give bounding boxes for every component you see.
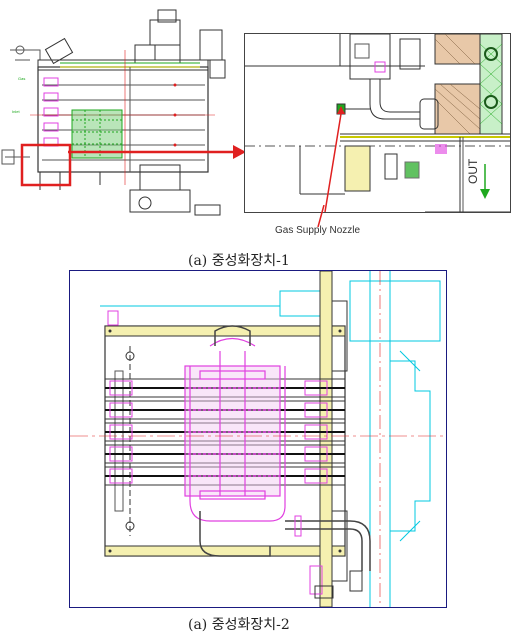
drawing-panel xyxy=(69,270,447,608)
detail-panel: OUT xyxy=(244,33,511,213)
out-label: OUT xyxy=(466,158,480,184)
caption-bottom: (a) 중성화장치-2 xyxy=(188,617,290,633)
figure-bottom: (a) 중성화장치-2 xyxy=(0,270,514,637)
overview-drawing: Gas Inlet xyxy=(1,9,226,216)
nozzle-label: Gas Supply Nozzle xyxy=(275,225,361,236)
callout-box xyxy=(20,143,72,187)
svg-text:Gas: Gas xyxy=(18,76,25,81)
caption-top: (a) 중성화장치-1 xyxy=(188,253,290,269)
svg-text:Inlet: Inlet xyxy=(12,109,20,114)
callout-arrow xyxy=(68,145,246,159)
nozzle-pointer xyxy=(317,205,325,228)
figure-top: Gas Inlet xyxy=(0,0,514,275)
